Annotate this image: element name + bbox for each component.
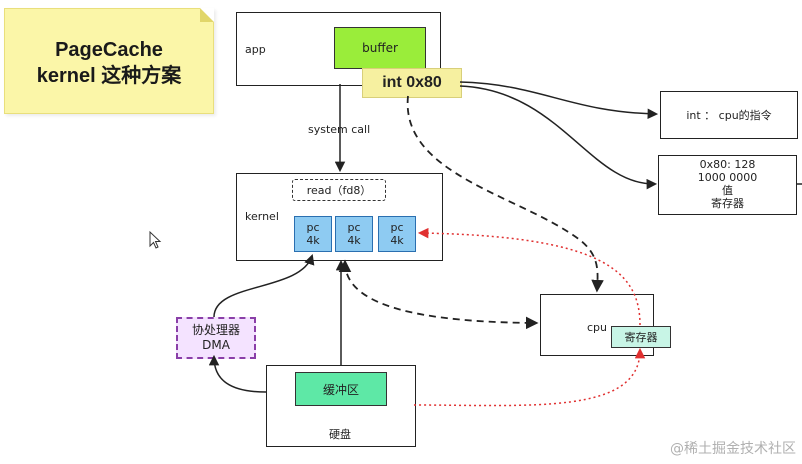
page-cache-page-3: pc 4k	[378, 216, 416, 252]
note-fold-corner	[200, 8, 214, 22]
register-to-page-red-dotted-arrow	[417, 227, 641, 326]
app-label: app	[245, 43, 266, 56]
page-3-line-1: pc	[390, 221, 404, 234]
disk-buffer-box: 缓冲区	[295, 372, 387, 406]
page-cache-page-1: pc 4k	[294, 216, 332, 252]
register-value-box: 0x80: 128 1000 0000 值 寄存器	[658, 155, 797, 215]
cpu-register-box: 寄存器	[611, 326, 671, 348]
dma-to-kernel-arrow	[213, 254, 315, 318]
page-cache-page-2: pc 4k	[335, 216, 373, 252]
int-to-cpu-dashed-arrow	[406, 95, 604, 293]
system-call-label: system call	[308, 123, 371, 136]
page-3-line-2: 4k	[390, 234, 404, 247]
register-line-2: 1000 0000	[697, 171, 758, 184]
disk-to-dma-arrow	[208, 354, 267, 393]
mouse-cursor-icon	[149, 230, 162, 249]
read-fd8-box: read（fd8）	[292, 179, 386, 201]
note-title-line-1: PageCache	[55, 39, 163, 61]
disk-box: 缓冲区 硬盘	[266, 365, 416, 447]
note-title-line-2: kernel 这种方案	[36, 65, 182, 87]
int-to-register-arrow	[459, 85, 658, 190]
page-2-line-2: 4k	[347, 234, 361, 247]
note-title: PageCache kernel 这种方案	[5, 37, 213, 89]
register-line-4: 寄存器	[711, 197, 744, 210]
int-to-instruction-arrow	[459, 81, 659, 120]
int-0x80-note: int 0x80	[362, 68, 462, 98]
page-2-line-1: pc	[347, 221, 361, 234]
cpu-label: cpu	[587, 321, 608, 334]
kernel-cpu-dashed-arrow	[338, 259, 539, 330]
page-1-line-2: 4k	[306, 234, 320, 247]
dma-line-1: 协处理器	[191, 323, 240, 337]
register-line-3: 值	[722, 184, 733, 197]
page-1-line-1: pc	[306, 221, 320, 234]
disk-to-register-red-dotted-arrow	[413, 347, 646, 407]
buffer-box: buffer	[334, 27, 426, 69]
title-sticky-note: PageCache kernel 这种方案	[4, 8, 214, 114]
int-instruction-box: int ： cpu的指令	[660, 91, 798, 139]
watermark: @稀土掘金技术社区	[670, 441, 796, 457]
register-line-1: 0x80: 128	[699, 158, 756, 171]
dma-line-2: DMA	[202, 338, 230, 352]
kernel-box: kernel read（fd8） pc 4k pc 4k pc 4k	[236, 173, 443, 261]
cpu-box: cpu 寄存器	[540, 294, 671, 356]
disk-label: 硬盘	[329, 428, 351, 441]
kernel-label: kernel	[245, 210, 279, 223]
